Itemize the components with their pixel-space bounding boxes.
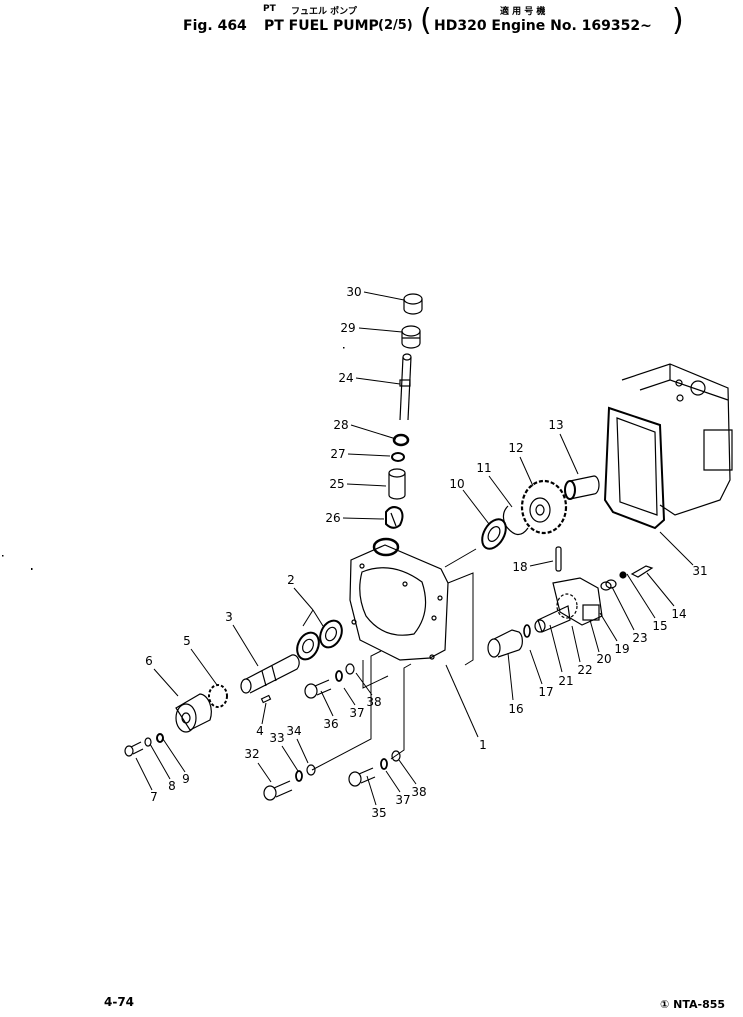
part-15-ball bbox=[619, 571, 627, 579]
callout-22: 22 bbox=[577, 663, 593, 677]
part-18-pin bbox=[555, 546, 562, 572]
part-7-bolt bbox=[124, 741, 144, 757]
callout-9: 9 bbox=[182, 772, 190, 786]
callout-36: 36 bbox=[323, 717, 339, 731]
callout-4: 4 bbox=[256, 724, 264, 738]
part-2-bearings bbox=[296, 619, 343, 661]
callout-27: 27 bbox=[330, 447, 346, 461]
part-33-washer bbox=[295, 770, 303, 782]
callout-17: 17 bbox=[538, 685, 554, 699]
callout-19: 19 bbox=[614, 642, 630, 656]
part-24-tube bbox=[399, 353, 412, 421]
scan-speck bbox=[343, 347, 345, 349]
applicability: HD320 Engine No. 169352~ bbox=[434, 18, 652, 34]
open-paren: ( bbox=[420, 3, 432, 38]
callout-32: 32 bbox=[244, 747, 260, 761]
callout-14: 14 bbox=[671, 607, 687, 621]
part-38b-washer bbox=[391, 750, 401, 762]
callout-35: 35 bbox=[371, 806, 387, 820]
callout-31: 31 bbox=[692, 564, 708, 578]
part-10-bearing bbox=[481, 518, 507, 550]
part-36-bolt bbox=[304, 679, 332, 699]
part-30-cap bbox=[403, 293, 423, 315]
scan-speck bbox=[2, 555, 4, 557]
part-17-o-ring bbox=[523, 624, 531, 638]
callout-10: 10 bbox=[449, 477, 465, 491]
callout-28: 28 bbox=[333, 418, 349, 432]
part-28-nut bbox=[392, 433, 410, 447]
callout-25: 25 bbox=[329, 477, 345, 491]
title-jp: フュエル ポンプ bbox=[291, 7, 357, 17]
callout-37: 37 bbox=[395, 793, 411, 807]
part-14-plunger bbox=[630, 565, 654, 578]
part-11-snap-ring bbox=[502, 505, 529, 536]
model-code: ① NTA-855 bbox=[660, 998, 726, 1011]
callout-23: 23 bbox=[632, 631, 648, 645]
callout-11: 11 bbox=[476, 461, 492, 475]
part-13-bushing bbox=[564, 475, 600, 500]
callout-15: 15 bbox=[652, 619, 668, 633]
part-37b-washer bbox=[380, 758, 388, 770]
part-31-gasket bbox=[603, 406, 666, 530]
pump-body bbox=[621, 363, 733, 516]
callout-24: 24 bbox=[338, 371, 354, 385]
sheet-number: (2/5) bbox=[378, 18, 413, 33]
callout-7: 7 bbox=[150, 790, 158, 804]
callout-6: 6 bbox=[145, 654, 153, 668]
part-34-washer bbox=[306, 764, 316, 776]
part-23-spring bbox=[600, 579, 617, 591]
callout-3: 3 bbox=[225, 610, 233, 624]
callout-38: 38 bbox=[366, 695, 382, 709]
part-26-drive-gear bbox=[385, 506, 404, 529]
callout-5: 5 bbox=[183, 634, 191, 648]
callout-13: 13 bbox=[548, 418, 564, 432]
part-37-washer bbox=[335, 670, 343, 682]
part-25-sleeve bbox=[388, 468, 406, 500]
title-jp-prefix: PT bbox=[263, 4, 276, 14]
applicability-jp: 適 用 号 機 bbox=[500, 7, 546, 17]
part-12-gear bbox=[520, 479, 568, 535]
part-1-housing bbox=[349, 537, 449, 661]
callout-2: 2 bbox=[287, 573, 295, 587]
page-number: 4-74 bbox=[104, 995, 135, 1009]
part-29-fitting bbox=[401, 325, 421, 349]
part-9-washer bbox=[156, 733, 164, 743]
callout-37: 37 bbox=[349, 706, 365, 720]
part-38-washer bbox=[345, 663, 355, 675]
fig-label: Fig. 464 bbox=[183, 18, 247, 34]
callout-29: 29 bbox=[340, 321, 356, 335]
callout-20: 20 bbox=[596, 652, 612, 666]
callout-18: 18 bbox=[512, 560, 528, 574]
part-27-washer bbox=[391, 452, 405, 462]
callout-38: 38 bbox=[411, 785, 427, 799]
callout-34: 34 bbox=[286, 724, 302, 738]
callout-16: 16 bbox=[508, 702, 524, 716]
callout-8: 8 bbox=[168, 779, 176, 793]
part-3-shaft bbox=[240, 654, 300, 694]
scan-speck bbox=[31, 568, 33, 570]
part-35-bolt bbox=[348, 767, 376, 787]
part-32-bolt bbox=[263, 780, 293, 801]
part-8-washer bbox=[144, 737, 152, 747]
callout-12: 12 bbox=[508, 441, 524, 455]
part-6-coupling bbox=[175, 693, 212, 733]
callout-26: 26 bbox=[325, 511, 341, 525]
part-19-22-assembly bbox=[534, 577, 603, 633]
callout-30: 30 bbox=[346, 285, 362, 299]
callout-33: 33 bbox=[269, 731, 285, 745]
part-4-key bbox=[260, 694, 272, 704]
figure-title: PT FUEL PUMP bbox=[264, 18, 379, 34]
callout-21: 21 bbox=[558, 674, 574, 688]
close-paren: ) bbox=[672, 3, 684, 38]
part-16-sleeve bbox=[487, 629, 523, 658]
part-5-gear bbox=[208, 684, 228, 708]
callout-1: 1 bbox=[479, 738, 487, 752]
leader-lines bbox=[135, 291, 694, 806]
